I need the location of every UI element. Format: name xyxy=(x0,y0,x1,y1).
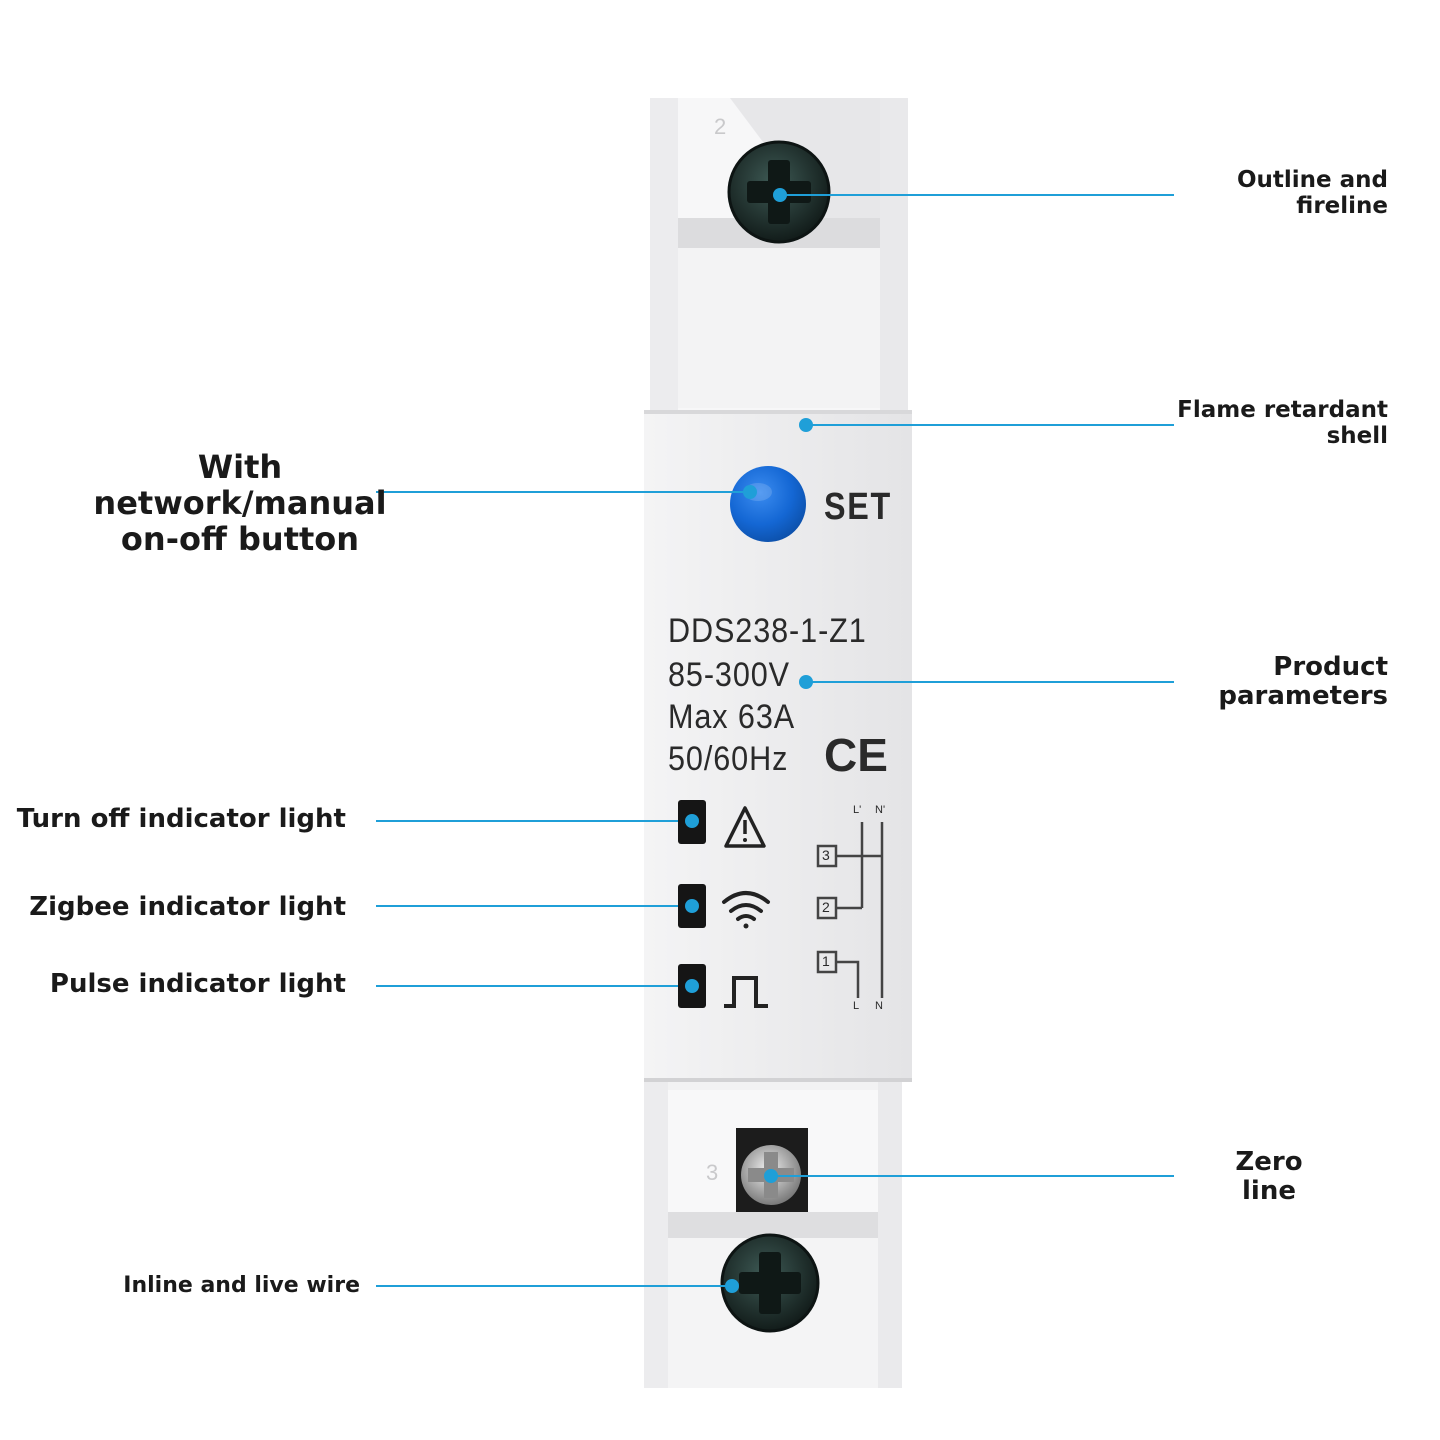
callout-lines xyxy=(376,194,1174,1287)
wiring-label-l: L xyxy=(853,1000,860,1012)
set-label: SET xyxy=(824,486,892,528)
wiring-label-n-prime: N' xyxy=(875,804,886,816)
voltage-rating: 85-300V xyxy=(668,656,790,694)
callout-flame-retardant-shell: Flame retardant shell xyxy=(1177,397,1388,449)
current-rating: Max 63A xyxy=(668,698,796,736)
callout-pulse-indicator: Pulse indicator light xyxy=(49,969,346,999)
wifi-icon xyxy=(722,891,770,929)
bottom-screw xyxy=(720,1233,820,1333)
terminal-number-bottom: 3 xyxy=(706,1160,719,1185)
wiring-diagram xyxy=(816,822,884,998)
callout-zero-line: Zero line xyxy=(1235,1147,1303,1207)
ce-mark: CE xyxy=(824,729,888,781)
callout-network-manual-button: With network/manual on-off button xyxy=(93,448,387,558)
wiring-terminal-2: 2 xyxy=(822,899,830,915)
callout-inline-live-wire: Inline and live wire xyxy=(123,1273,360,1298)
callout-zigbee-indicator: Zigbee indicator light xyxy=(29,892,346,922)
wiring-label-n: N xyxy=(875,1000,883,1012)
pulse-icon xyxy=(724,976,768,1008)
warning-triangle-icon xyxy=(724,806,766,848)
wiring-label-l-prime: L' xyxy=(853,804,862,816)
callout-turn-off-indicator: Turn off indicator light xyxy=(16,804,346,834)
model-number: DDS238-1-Z1 xyxy=(668,612,867,650)
callout-product-parameters: Product parameters xyxy=(1218,652,1388,712)
wiring-terminal-1: 1 xyxy=(822,953,830,969)
callout-outline-fireline: Outline and fireline xyxy=(1236,167,1388,219)
frequency-rating: 50/60Hz xyxy=(668,740,789,778)
wiring-terminal-3: 3 xyxy=(822,847,830,863)
terminal-number-top: 2 xyxy=(714,114,727,139)
